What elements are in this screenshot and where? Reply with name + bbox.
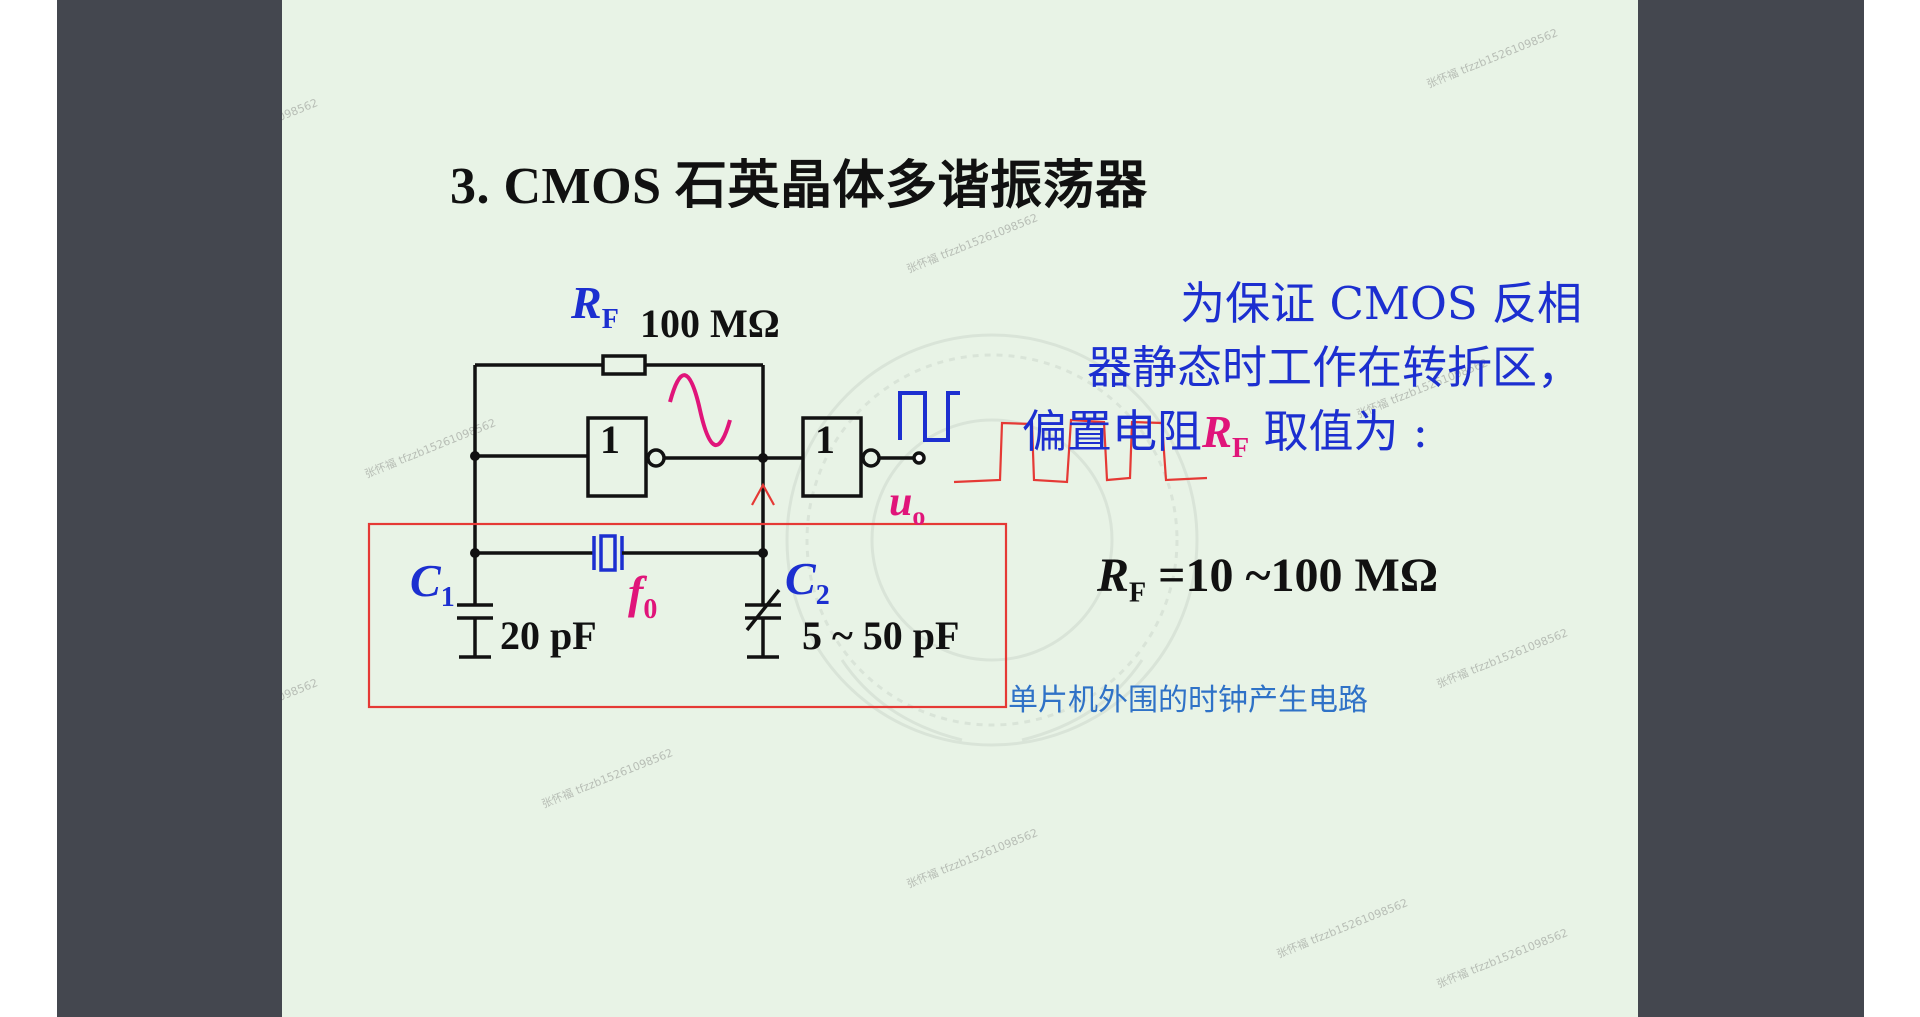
rf-value: 100 MΩ: [640, 301, 780, 346]
output-label: uo: [889, 479, 926, 531]
square-waveform: [898, 391, 960, 442]
trimmer-arrow: [745, 588, 781, 632]
junction-dot: [470, 548, 480, 558]
c2-label: C2: [785, 553, 830, 612]
junction-dot: [758, 453, 768, 463]
oscillator-circuit: [367, 354, 1208, 709]
c2-value: 5 ~ 50 pF: [802, 613, 960, 658]
junction-dot: [758, 548, 768, 558]
inverter-gate-2: [801, 416, 863, 498]
note-line-3: 偏置电阻RF 取值为 :: [1022, 405, 1428, 464]
inverter-bubble-2: [861, 448, 881, 468]
slide-title: 3. CMOS 石英晶体多谐振荡器: [450, 158, 1148, 215]
seal-watermark: [785, 333, 1199, 747]
resistor-rf: [601, 354, 647, 376]
rf-label: RF: [571, 277, 619, 336]
output-terminal: [912, 451, 926, 465]
c1-label: C1: [410, 555, 455, 614]
slide: 张怀福 tfzzb15261098562 张怀福 tfzzb1526109856…: [282, 0, 1638, 1017]
note-line-2: 器静态时工作在转折区，: [1086, 341, 1582, 394]
sine-waveform: [668, 373, 732, 447]
handwritten-arrow: [751, 482, 775, 506]
crystal-body: [599, 534, 617, 572]
note-line-1: 为保证 CMOS 反相: [1180, 277, 1582, 330]
right-gutter: [1638, 0, 1864, 1017]
junction-dot: [470, 451, 480, 461]
highlight-box: [367, 522, 1008, 709]
clock-circuit-annotation: 单片机外围的时钟产生电路: [1008, 683, 1368, 718]
c1-value: 20 pF: [500, 613, 597, 658]
handwritten-waveform: [953, 418, 1208, 484]
explanation-note: 为保证 CMOS 反相 器静态时工作在转折区， 偏置电阻RF 取值为 :: [1022, 272, 1582, 481]
crystal-label: f0: [628, 567, 658, 626]
gate-2-label: 1: [815, 417, 835, 462]
inverter-bubble-1: [646, 448, 666, 468]
rf-range-formula: RF =10 ~100 MΩ: [1097, 549, 1439, 609]
left-gutter: [57, 0, 282, 1017]
gate-1-label: 1: [600, 417, 620, 462]
inverter-gate-1: [586, 416, 648, 498]
